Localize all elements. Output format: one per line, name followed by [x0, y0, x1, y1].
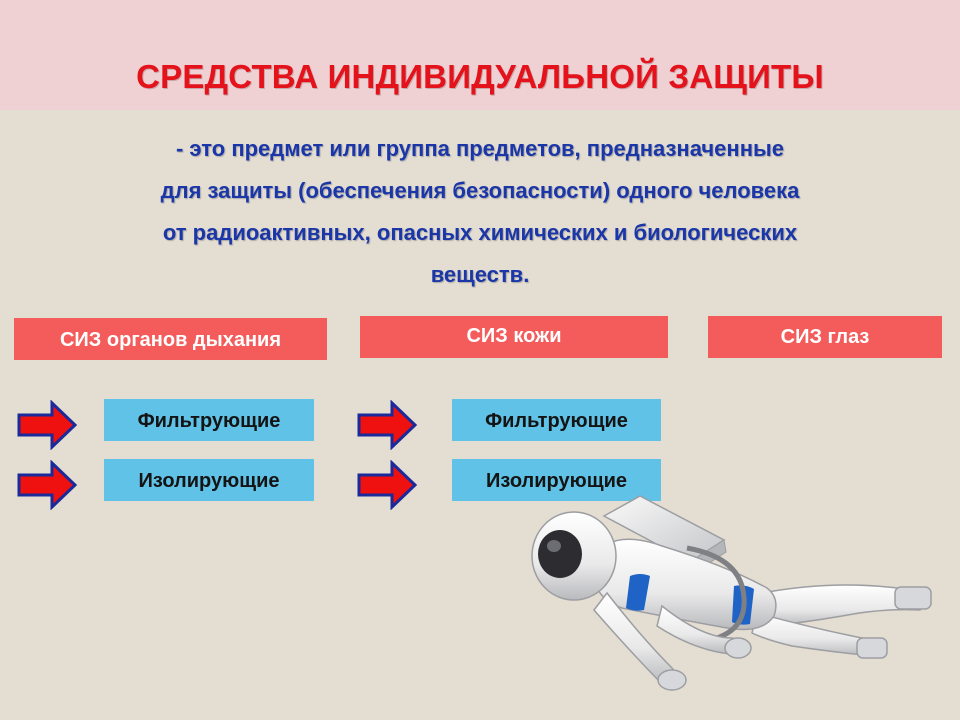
arrow-right-icon [357, 460, 418, 510]
arrow-right-icon [17, 460, 78, 510]
respiratory-filtering-box: Фильтрующие [104, 399, 314, 441]
definition-line: веществ. [430, 262, 530, 287]
definition-text: - это предмет или группа предметов, пред… [10, 128, 950, 296]
astronaut-illustration [531, 495, 932, 691]
category-skin: СИЗ кожи [360, 316, 668, 358]
arrow-right-icon [357, 400, 418, 450]
respiratory-isolating-box: Изолирующие [104, 459, 314, 501]
definition-line: - это предмет или группа предметов, пред… [175, 136, 785, 161]
arrow-right-icon [17, 400, 78, 450]
slide-title: СРЕДСТВА ИНДИВИДУАЛЬНОЙ ЗАЩИТЫ [136, 58, 824, 95]
skin-filtering-box: Фильтрующие [452, 399, 661, 441]
title-band [0, 0, 960, 110]
category-eyes: СИЗ глаз [708, 316, 942, 358]
definition-line: от радиоактивных, опасных химических и б… [162, 220, 798, 245]
skin-isolating-box: Изолирующие [452, 459, 661, 501]
definition-line: для защиты (обеспечения безопасности) од… [160, 178, 800, 203]
category-respiratory: СИЗ органов дыхания [14, 318, 327, 360]
